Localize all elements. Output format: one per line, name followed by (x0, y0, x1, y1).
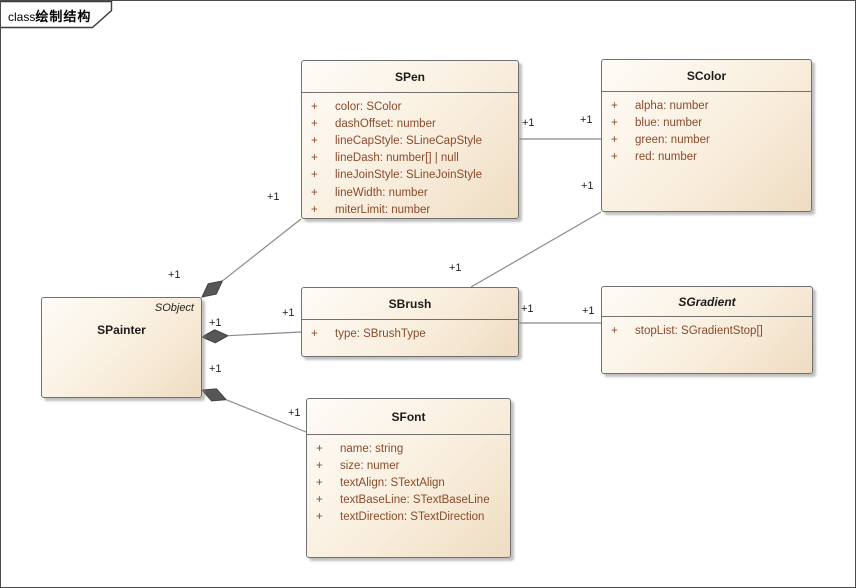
multiplicity-label: +1 (580, 114, 593, 126)
attribute-compartment: + type: SBrushType (302, 320, 518, 342)
attribute-text: size: numer (340, 459, 400, 472)
multiplicity-label: +1 (168, 269, 181, 281)
attribute-row[interactable]: + textAlign: STextAlign (307, 474, 510, 491)
visibility-symbol: + (316, 476, 323, 489)
attribute-row[interactable]: + color: SColor (302, 98, 518, 115)
visibility-symbol: + (311, 152, 318, 165)
frame-tab-shape (1, 1, 113, 29)
frame-keyword: class (8, 10, 36, 24)
attribute-text: miterLimit: number (335, 203, 431, 216)
class-title: SPainter (97, 323, 146, 337)
attribute-row[interactable]: + lineDash: number[] | null (302, 150, 518, 167)
visibility-symbol: + (316, 511, 323, 524)
attribute-text: alpha: number (635, 99, 709, 112)
attribute-row[interactable]: + alpha: number (602, 97, 811, 114)
attribute-row[interactable]: + name: string (307, 440, 510, 457)
multiplicity-label: +1 (521, 303, 534, 315)
attribute-row[interactable]: + type: SBrushType (302, 325, 518, 342)
attribute-text: stopList: SGradientStop[] (635, 324, 763, 337)
class-title: SPen (302, 61, 518, 93)
attribute-row[interactable]: + lineWidth: number (302, 184, 518, 201)
visibility-symbol: + (311, 134, 318, 147)
attribute-row[interactable]: + stopList: SGradientStop[] (602, 322, 812, 339)
attribute-row[interactable]: + miterLimit: number (302, 201, 518, 218)
class-box-sfont[interactable]: SFont + name: string + size: numer + textAlign… (306, 398, 511, 558)
multiplicity-label: +1 (282, 307, 295, 319)
class-title: SColor (602, 60, 811, 92)
multiplicity-label: +1 (581, 180, 594, 192)
visibility-symbol: + (316, 459, 323, 472)
visibility-symbol: + (311, 169, 318, 182)
attribute-text: lineDash: number[] | null (335, 152, 459, 165)
visibility-symbol: + (611, 133, 618, 146)
attribute-text: name: string (340, 442, 404, 455)
attribute-text: lineWidth: number (335, 186, 428, 199)
attribute-row[interactable]: + size: numer (307, 457, 510, 474)
attribute-text: lineCapStyle: SLineCapStyle (335, 134, 483, 147)
attribute-compartment: + alpha: number + blue: number + green: numbe… (602, 92, 811, 166)
class-box-scolor[interactable]: SColor + alpha: number + blue: number + green:… (601, 59, 812, 212)
attribute-row[interactable]: + dashOffset: number (302, 115, 518, 132)
frame-tab: class绘制结构 (1, 1, 131, 33)
visibility-symbol: + (611, 99, 618, 112)
visibility-symbol: + (311, 203, 318, 216)
multiplicity-label: +1 (582, 305, 595, 317)
class-title: SBrush (302, 288, 518, 320)
multiplicity-label: +1 (267, 191, 280, 203)
class-title: SGradient (602, 287, 812, 317)
attribute-text: textBaseLine: STextBaseLine (340, 494, 490, 507)
multiplicity-label: +1 (449, 262, 462, 274)
class-box-sbrush[interactable]: SBrush + type: SBrushType (301, 287, 519, 357)
attribute-row[interactable]: + textDirection: STextDirection (307, 509, 510, 526)
attribute-text: textAlign: STextAlign (340, 476, 445, 489)
attribute-row[interactable]: + lineCapStyle: SLineCapStyle (302, 132, 518, 149)
visibility-symbol: + (611, 116, 618, 129)
multiplicity-label: +1 (209, 363, 222, 375)
attribute-row[interactable]: + textBaseLine: STextBaseLine (307, 492, 510, 509)
multiplicity-label: +1 (288, 407, 301, 419)
visibility-symbol: + (611, 151, 618, 164)
class-box-spen[interactable]: SPen + color: SColor + dashOffset: number + li… (301, 60, 519, 219)
attribute-text: blue: number (635, 116, 703, 129)
visibility-symbol: + (316, 494, 323, 507)
frame-title: class绘制结构 (8, 6, 91, 26)
visibility-symbol: + (316, 442, 323, 455)
attribute-compartment: + color: SColor + dashOffset: number + lineCa… (302, 93, 518, 218)
attribute-text: type: SBrushType (335, 327, 426, 340)
attribute-text: dashOffset: number (335, 117, 436, 130)
attribute-row[interactable]: + lineJoinStyle: SLineJoinStyle (302, 167, 518, 184)
attribute-text: green: number (635, 133, 710, 146)
attribute-text: lineJoinStyle: SLineJoinStyle (335, 169, 483, 182)
frame-diagram-name: 绘制结构 (35, 9, 92, 24)
class-box-sgradient[interactable]: SGradient + stopList: SGradientStop[] (601, 286, 813, 374)
visibility-symbol: + (311, 100, 318, 113)
attribute-text: textDirection: STextDirection (340, 511, 485, 524)
attribute-row[interactable]: + red: number (602, 149, 811, 166)
multiplicity-label: +1 (209, 317, 222, 329)
attribute-compartment: + name: string + size: numer + textAlign: STe… (307, 435, 510, 526)
visibility-symbol: + (311, 327, 318, 340)
attribute-row[interactable]: + green: number (602, 131, 811, 148)
visibility-symbol: + (311, 186, 318, 199)
multiplicity-label: +1 (522, 117, 535, 129)
attribute-row[interactable]: + blue: number (602, 114, 811, 131)
class-title: SFont (307, 399, 510, 435)
visibility-symbol: + (311, 117, 318, 130)
attribute-compartment: + stopList: SGradientStop[] (602, 317, 812, 339)
visibility-symbol: + (611, 324, 618, 337)
parent-class-label: SObject (154, 302, 194, 314)
attribute-text: color: SColor (335, 100, 402, 113)
attribute-text: red: number (635, 151, 698, 164)
